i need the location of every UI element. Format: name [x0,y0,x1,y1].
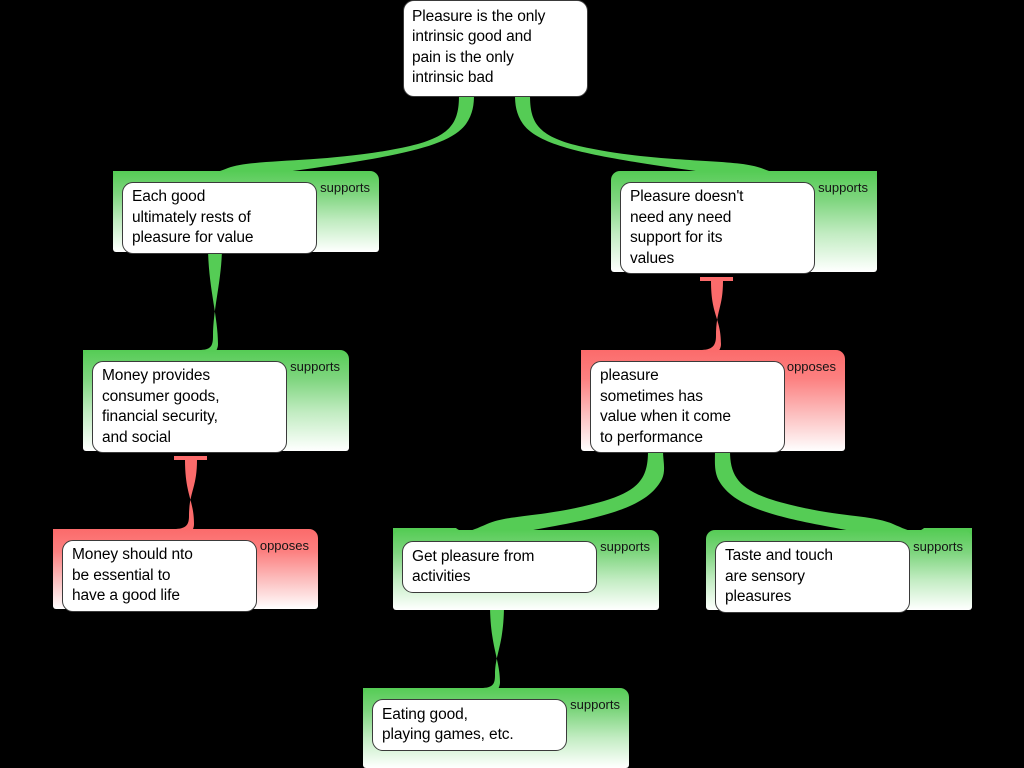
node-each-good[interactable]: supports Each good ultimately rests of p… [113,171,379,254]
node-pleasure-performance-text: pleasure sometimes has value when it com… [600,367,731,446]
node-eating-good-card: Eating good, playing games, etc. [372,699,567,751]
relation-label-opposes: opposes [786,359,836,374]
node-get-pleasure-card: Get pleasure from activities [402,541,597,593]
relation-label-supports: supports [913,539,963,554]
edge-each-good-to-money-provides [83,246,222,359]
relation-label-supports: supports [818,180,868,195]
node-money-not-essential-text: Money should nto be essential to have a … [72,546,193,605]
edge-pleasure-performance-to-get-pleasure [393,451,665,540]
node-money-not-essential[interactable]: opposes Money should nto be essential to… [53,529,318,612]
node-get-pleasure-text: Get pleasure from activities [412,547,535,586]
relation-label-supports: supports [320,180,370,195]
node-taste-touch-card: Taste and touch are sensory pleasures [715,541,910,613]
edge-pleasure-performance-to-taste-touch [714,451,972,540]
node-root-shell [403,0,588,97]
node-get-pleasure[interactable]: supports Get pleasure from activities [393,530,659,610]
node-pleasure-no-support-card: Pleasure doesn't need any need support f… [620,182,815,274]
edge-root-to-each-good [113,95,474,182]
node-money-provides[interactable]: supports Money provides consumer goods, … [83,350,349,453]
node-root[interactable]: Pleasure is the only intrinsic good and … [403,0,588,97]
node-pleasure-performance[interactable]: opposes pleasure sometimes has value whe… [581,350,845,453]
node-pleasure-no-support-text: Pleasure doesn't need any need support f… [630,188,744,267]
edge-root-to-pleasure-no-support [515,95,877,182]
edge-money-provides-to-money-not-essential [53,456,207,539]
relation-label-supports: supports [290,359,340,374]
node-each-good-text: Each good ultimately rests of pleasure f… [132,188,254,247]
relation-label-supports: supports [570,697,620,712]
node-money-provides-text: Money provides consumer goods, financial… [102,367,220,446]
node-money-not-essential-card: Money should nto be essential to have a … [62,540,257,612]
node-eating-good-text: Eating good, playing games, etc. [382,705,514,744]
node-each-good-card: Each good ultimately rests of pleasure f… [122,182,317,254]
node-root-text: Pleasure is the only intrinsic good and … [412,7,546,87]
edge-pleasure-no-support-to-pleasure-performance [581,277,733,359]
relation-label-supports: supports [600,539,650,554]
node-money-provides-card: Money provides consumer goods, financial… [92,361,287,453]
node-taste-touch[interactable]: supports Taste and touch are sensory ple… [706,530,972,613]
node-pleasure-performance-card: pleasure sometimes has value when it com… [590,361,785,453]
node-root-card: Pleasure is the only intrinsic good and … [403,0,586,95]
node-eating-good[interactable]: supports Eating good, playing games, etc… [363,688,629,768]
node-pleasure-no-support[interactable]: supports Pleasure doesn't need any need … [611,171,877,274]
node-taste-touch-text: Taste and touch are sensory pleasures [725,547,833,606]
relation-label-opposes: opposes [259,538,309,553]
edge-get-pleasure-to-eating-good [363,604,504,698]
